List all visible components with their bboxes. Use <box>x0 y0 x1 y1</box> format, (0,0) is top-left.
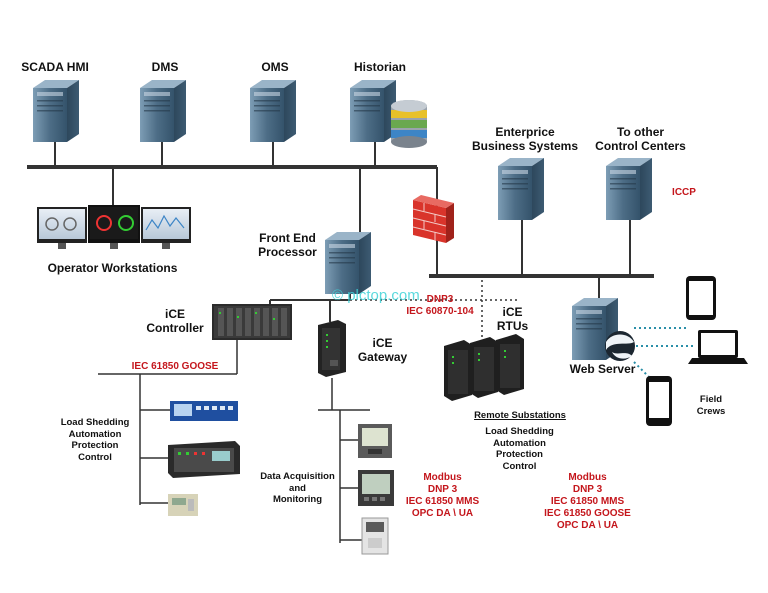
watermark: © plctop.com <box>332 287 420 304</box>
iec-goose-label: IEC 61850 GOOSE <box>131 361 219 372</box>
meter-icon <box>358 470 394 506</box>
main-bus <box>27 140 437 232</box>
relay-icon <box>170 401 238 421</box>
controller-rack-icon <box>212 304 292 340</box>
field-bus <box>318 409 370 543</box>
rtu-icon <box>470 337 498 398</box>
phone-icon <box>646 376 672 426</box>
tablet-icon <box>686 276 716 320</box>
server-icon <box>250 80 296 142</box>
server-icon <box>33 80 79 142</box>
firewall-icon <box>412 195 454 243</box>
meter-icon <box>361 517 389 555</box>
scada-hmi-label: SCADA HMI <box>21 60 89 74</box>
server-icon <box>350 80 396 142</box>
rtu-icon <box>496 334 524 395</box>
server-icon <box>606 158 652 220</box>
monitor-icon <box>141 207 191 249</box>
meter-icon <box>358 424 392 458</box>
web-server-label: Web Server <box>569 362 636 376</box>
rtu-icon <box>444 340 472 401</box>
dms-label: DMS <box>151 60 179 74</box>
server-icon <box>498 158 544 220</box>
globe-icon <box>605 331 635 361</box>
monitor-icon <box>88 205 140 249</box>
field-links <box>633 327 694 379</box>
laptop-icon <box>688 330 748 364</box>
relay-icon <box>168 441 240 478</box>
goose-bus <box>98 373 237 505</box>
operator-workstations-label: Operator Workstations <box>47 261 178 275</box>
server-icon <box>140 80 186 142</box>
gateway-icon <box>318 320 346 377</box>
oms-label: OMS <box>261 60 289 74</box>
iccp-label: ICCP <box>672 187 696 198</box>
database-icon <box>391 100 427 148</box>
relay-icon <box>168 494 198 516</box>
remote-substations-label: Remote Substations <box>474 410 566 421</box>
server-icon <box>325 232 371 294</box>
historian-label: Historian <box>353 60 406 74</box>
monitor-icon <box>37 207 87 249</box>
